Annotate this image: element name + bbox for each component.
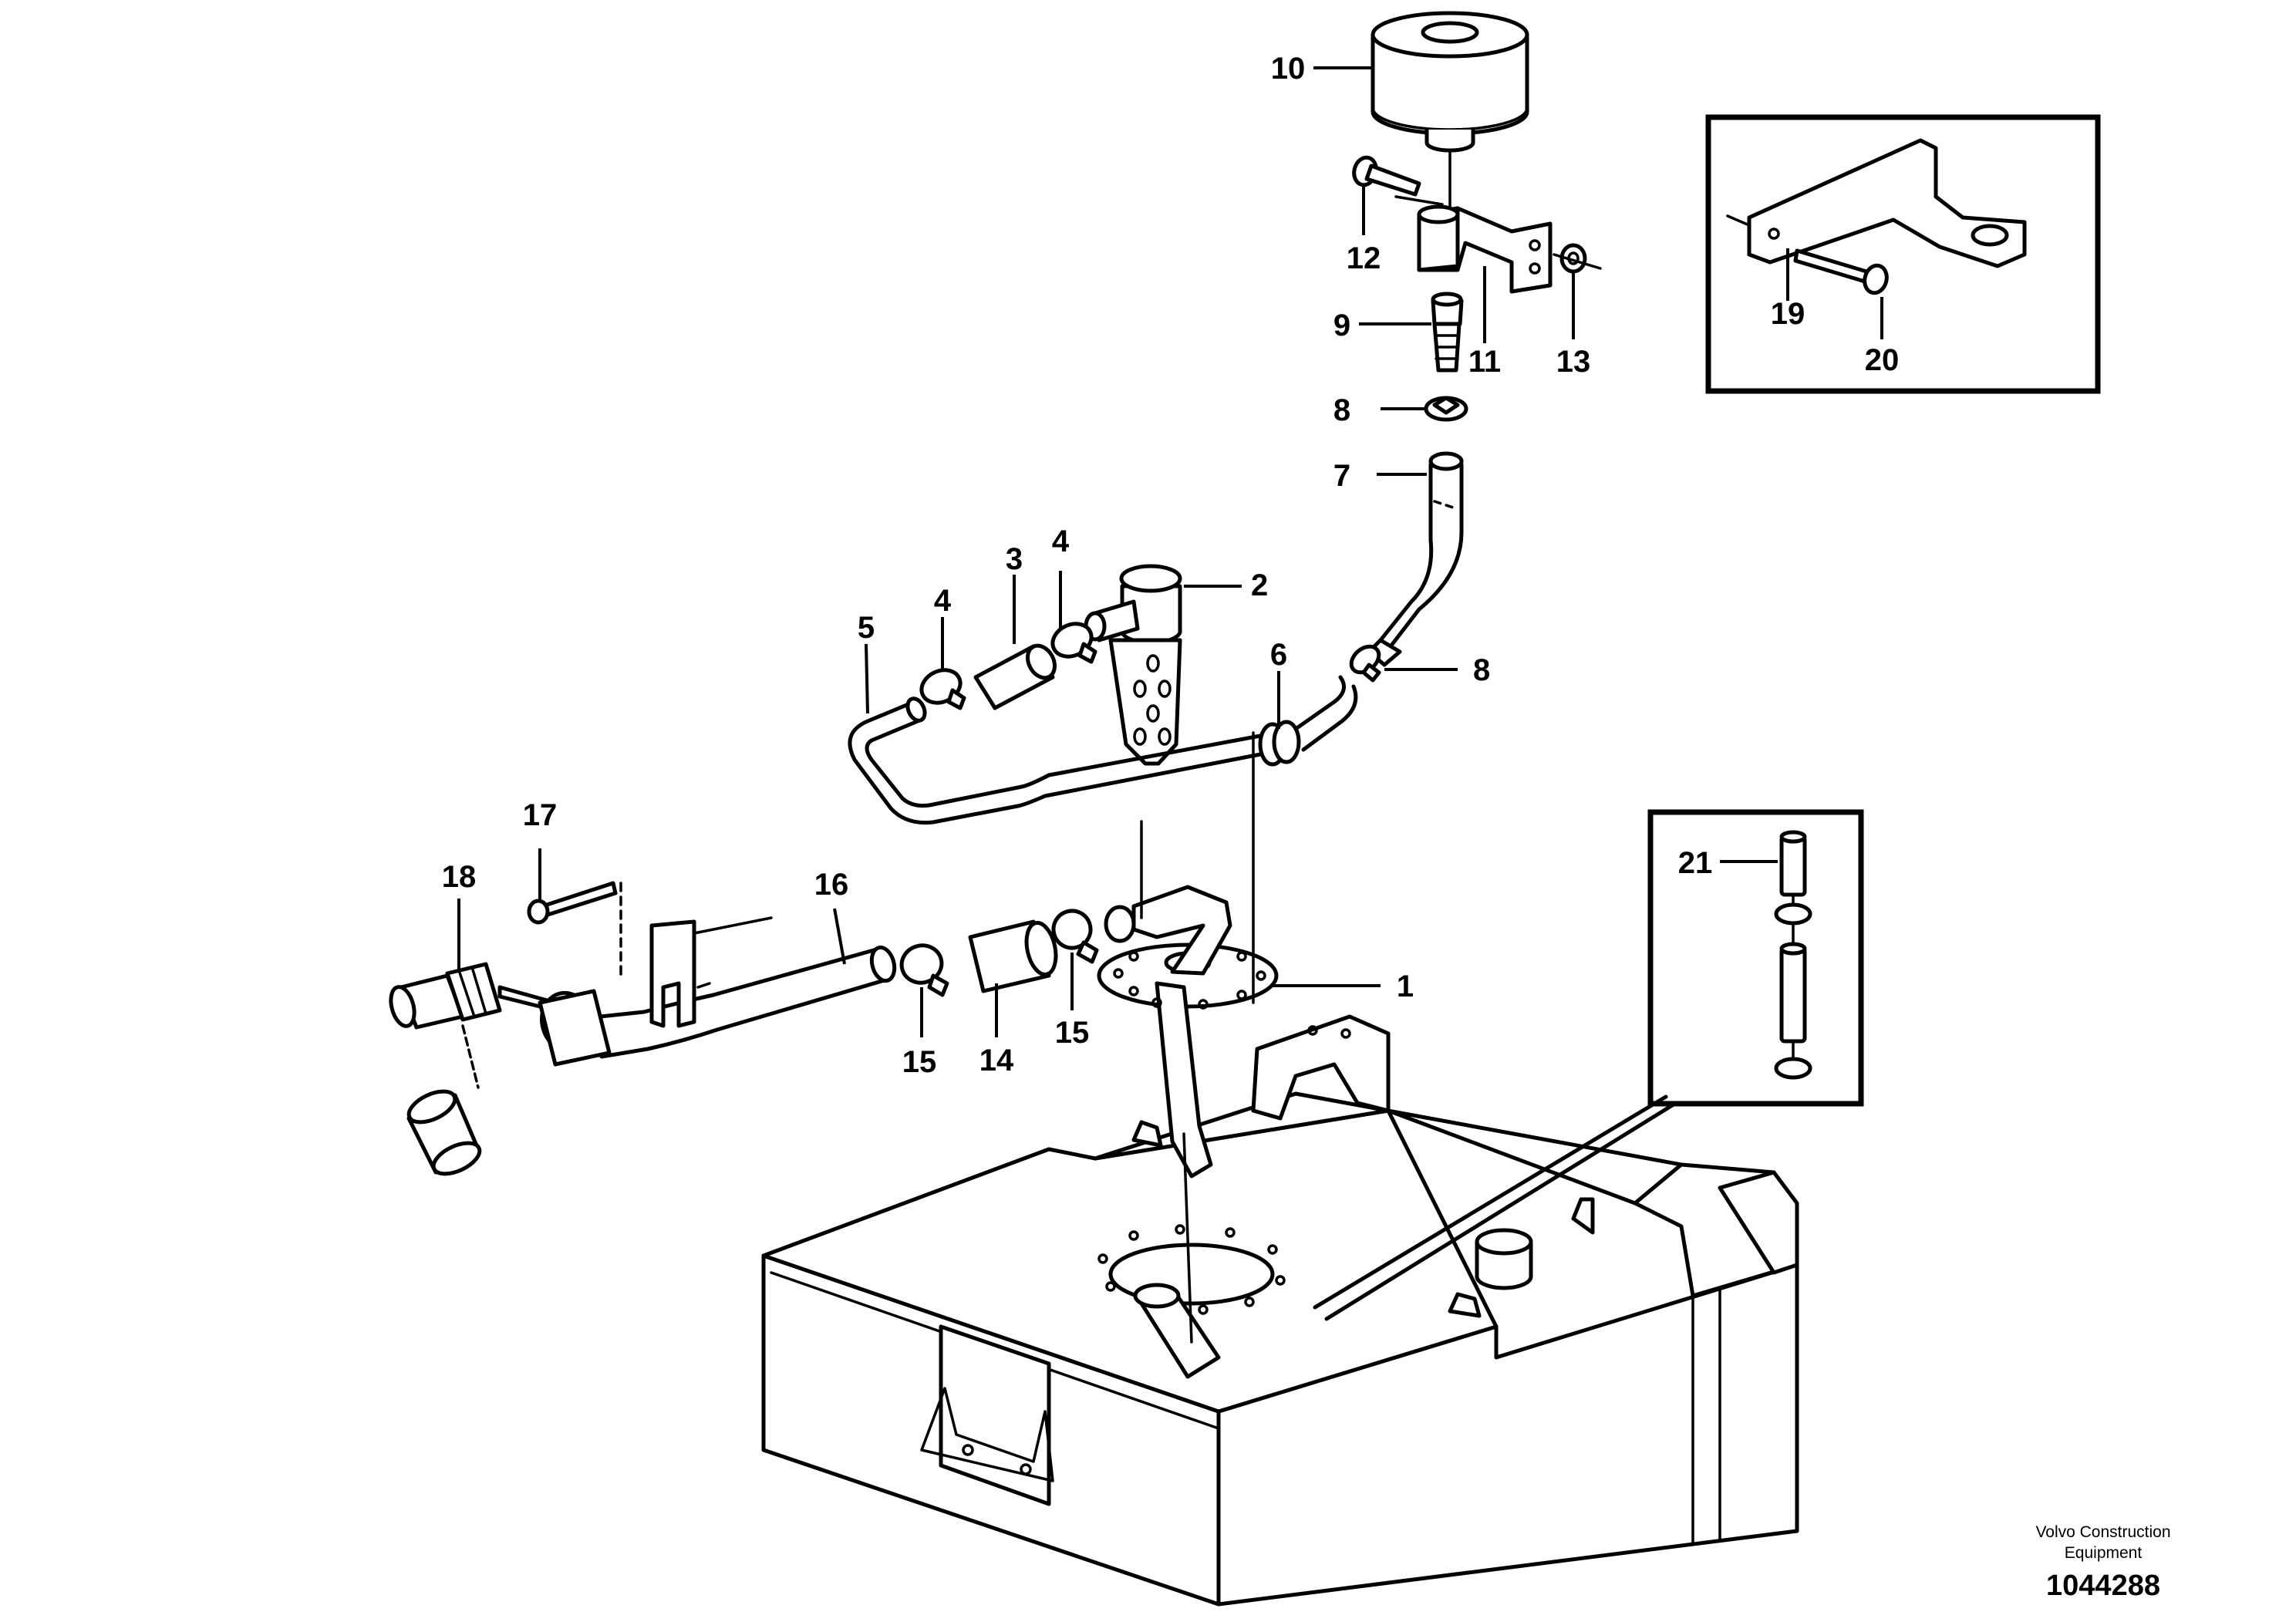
callout-17: 17 (523, 798, 558, 832)
part-6-grommet (1258, 675, 1358, 767)
callout-21: 21 (1678, 846, 1713, 880)
part-5-vent-pipe (848, 696, 1275, 825)
callout-18: 18 (442, 860, 477, 894)
detail-box-bracket (1705, 114, 2101, 394)
part-7-breather-hose (1367, 451, 1464, 667)
callout-labels: 1 2 3 4 4 5 6 7 8 8 9 10 11 12 13 14 15 … (442, 52, 1900, 1079)
callout-19: 19 (1771, 297, 1805, 331)
callout-9: 9 (1333, 309, 1350, 342)
part-18-quick-coupling (389, 962, 612, 1176)
callout-11: 11 (1468, 345, 1501, 379)
callout-6: 6 (1270, 638, 1287, 672)
part-12-bolt (1352, 155, 1421, 197)
callout-4a: 4 (934, 584, 952, 618)
part-16-filler-pipe (584, 882, 897, 1059)
callout-12: 12 (1347, 241, 1381, 275)
part-1-suction-flange (1097, 885, 1279, 1179)
part-11-bracket (1417, 204, 1553, 294)
credit-line-1: Volvo Construction (2035, 1523, 2170, 1541)
footer: Volvo Construction Equipment 1044288 (2035, 1523, 2170, 1602)
credit-line-2: Equipment (2065, 1544, 2143, 1562)
fuel-tank (761, 1014, 1799, 1607)
callout-15a: 15 (902, 1045, 937, 1079)
part-2-breather-filter (1084, 564, 1182, 766)
callout-14: 14 (979, 1044, 1014, 1077)
part-14-filler-hose (968, 919, 1058, 993)
callout-8b: 8 (1473, 653, 1490, 687)
callout-3: 3 (1006, 542, 1023, 576)
callout-1: 1 (1397, 969, 1414, 1003)
callout-16: 16 (814, 868, 849, 902)
part-15-hose-clamps (899, 909, 1099, 997)
callout-4b: 4 (1052, 524, 1070, 558)
document-number: 1044288 (2046, 1570, 2160, 1602)
part-10-breather-cap (1371, 11, 1529, 153)
part-9-hose-nipple (1431, 292, 1464, 373)
part-4-hose-clamps (919, 622, 1097, 710)
callout-2: 2 (1251, 568, 1268, 602)
tank-bolt-holes (1097, 1224, 1286, 1315)
callout-7: 7 (1333, 459, 1350, 493)
callout-20: 20 (1865, 343, 1900, 377)
callout-13: 13 (1556, 345, 1591, 379)
part-17-bolt (527, 881, 618, 925)
detail-box-hose (1647, 809, 1864, 1107)
callout-5: 5 (858, 611, 875, 645)
callout-8a: 8 (1333, 393, 1350, 427)
callout-15b: 15 (1055, 1016, 1090, 1050)
part-8-hose-clamps (1349, 396, 1468, 683)
part-3-hose (973, 643, 1057, 710)
callout-10: 10 (1271, 52, 1306, 86)
